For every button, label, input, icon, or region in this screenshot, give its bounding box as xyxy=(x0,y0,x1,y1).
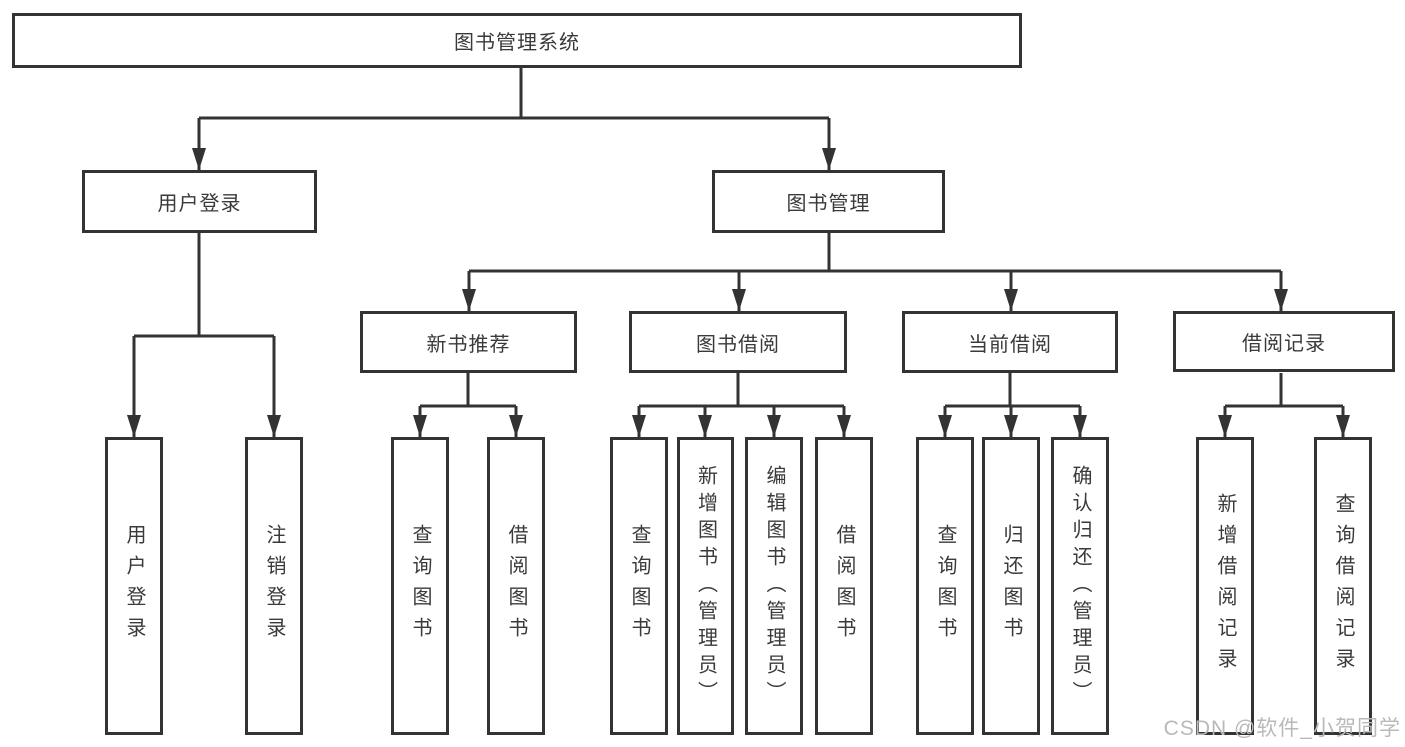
leaf-label: 确认归还（管理员） xyxy=(1069,464,1091,708)
leaf-borrow-borrow-books: 借阅图书 xyxy=(815,437,873,735)
arrow-down-icon xyxy=(732,289,746,311)
leaf-label: 用户登录 xyxy=(123,524,145,648)
leaf-label: 归还图书 xyxy=(1000,524,1022,648)
arrow-down-icon xyxy=(127,415,141,437)
arrow-down-icon xyxy=(767,415,781,437)
leaf-label: 查询图书 xyxy=(628,524,650,648)
arrow-down-icon xyxy=(413,415,427,437)
arrow-down-icon xyxy=(1004,415,1018,437)
node-root-system: 图书管理系统 xyxy=(12,13,1022,68)
leaf-current-return-books: 归还图书 xyxy=(982,437,1040,735)
arrow-down-icon xyxy=(1004,289,1018,311)
leaf-newbooks-query-books: 查询图书 xyxy=(391,437,449,735)
arrow-down-icon xyxy=(267,415,281,437)
connector-paths xyxy=(132,68,1345,437)
leaf-newbooks-borrow-books: 借阅图书 xyxy=(487,437,545,735)
leaf-borrow-edit-books-admin: 编辑图书（管理员） xyxy=(745,437,803,735)
arrow-down-icon xyxy=(938,415,952,437)
arrow-down-icon xyxy=(698,415,712,437)
node-user-login: 用户登录 xyxy=(82,170,317,233)
leaf-label: 借阅图书 xyxy=(505,524,527,648)
leaf-label: 新增借阅记录 xyxy=(1214,493,1236,679)
leaf-records-add-record: 新增借阅记录 xyxy=(1196,437,1254,735)
leaf-user-login: 用户登录 xyxy=(105,437,163,735)
node-current-borrow: 当前借阅 xyxy=(902,311,1118,373)
leaf-label: 查询图书 xyxy=(409,524,431,648)
arrow-down-icon xyxy=(837,415,851,437)
leaf-label: 编辑图书（管理员） xyxy=(763,464,785,708)
leaf-label: 查询借阅记录 xyxy=(1332,493,1354,679)
leaf-current-query-books: 查询图书 xyxy=(916,437,974,735)
leaf-label: 新增图书（管理员） xyxy=(694,464,717,708)
leaf-borrow-add-books-admin: 新增图书（管理员） xyxy=(677,437,734,735)
node-book-management: 图书管理 xyxy=(712,170,945,233)
node-new-book-recommend: 新书推荐 xyxy=(360,311,577,373)
leaf-current-confirm-return-admin: 确认归还（管理员） xyxy=(1051,437,1109,735)
arrow-down-icon xyxy=(192,148,206,170)
leaf-logout: 注销登录 xyxy=(245,437,303,735)
arrow-down-icon xyxy=(632,415,646,437)
leaf-borrow-query-books: 查询图书 xyxy=(610,437,668,735)
arrow-down-icon xyxy=(1274,289,1288,311)
arrow-down-icon xyxy=(462,289,476,311)
connector-arrows xyxy=(127,148,1350,437)
arrow-down-icon xyxy=(509,415,523,437)
node-book-borrow: 图书借阅 xyxy=(629,311,847,373)
leaf-records-query-record: 查询借阅记录 xyxy=(1314,437,1372,735)
arrow-down-icon xyxy=(822,148,836,170)
csdn-watermark: CSDN @软件_小贺同学 xyxy=(1163,717,1401,740)
arrow-down-icon xyxy=(1336,415,1350,437)
leaf-label: 查询图书 xyxy=(934,524,956,648)
leaf-label: 注销登录 xyxy=(263,524,285,648)
node-borrow-records: 借阅记录 xyxy=(1173,311,1395,372)
leaf-label: 借阅图书 xyxy=(833,524,855,648)
arrow-down-icon xyxy=(1073,415,1087,437)
arrow-down-icon xyxy=(1218,415,1232,437)
